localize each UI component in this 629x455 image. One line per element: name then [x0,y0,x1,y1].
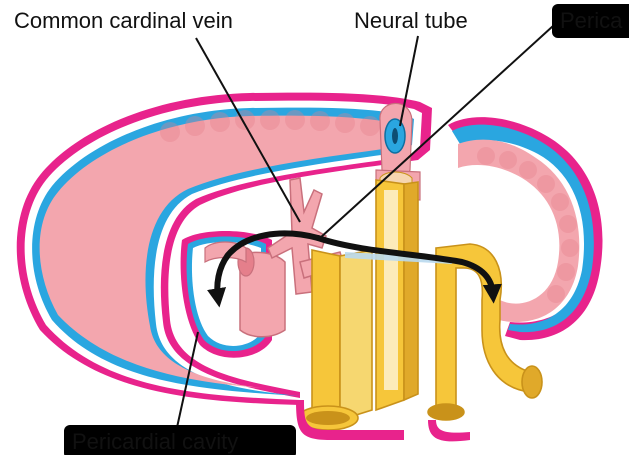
foregut-tube [298,180,418,430]
label-pericardial-top: Perica [560,8,623,33]
right-body-wall [448,117,603,340]
ventral-lining-right [428,420,470,441]
label-neural-tube: Neural tube [354,8,468,33]
label-pericardial-cavity: Pericardial cavity [72,429,238,454]
label-common-cardinal-vein: Common cardinal vein [14,8,233,33]
